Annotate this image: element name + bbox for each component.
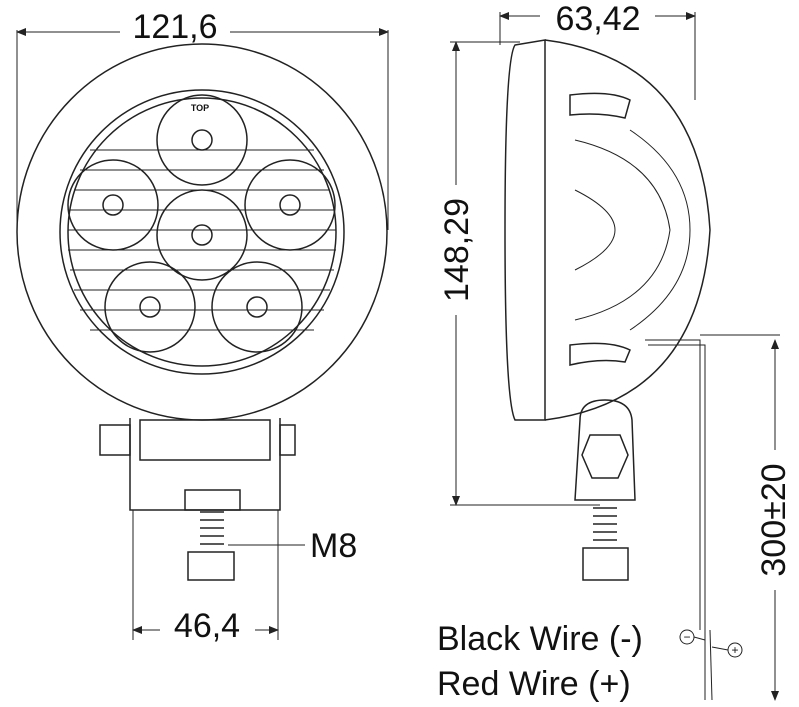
- lens: [67, 97, 337, 367]
- bracket-width-dimension: 46,4: [174, 607, 240, 645]
- depth-dimension: 63,42: [555, 0, 640, 38]
- height-dimension: 148,29: [438, 198, 476, 302]
- inner-ring: [59, 89, 345, 375]
- lens-ribs: [68, 149, 336, 331]
- side-mount: [574, 399, 636, 581]
- black-wire-label: Black Wire (-): [437, 620, 643, 658]
- svg-text:+: +: [731, 643, 738, 657]
- top-label: TOP: [191, 103, 209, 113]
- cable-length-dimension: 300±20: [755, 463, 793, 576]
- front-view: 121,6 TOP M8: [16, 5, 389, 645]
- red-wire-label: Red Wire (+): [437, 665, 631, 703]
- mounting-bracket: [99, 418, 296, 581]
- width-dimension: 121,6: [132, 8, 217, 46]
- led-reflectors: [67, 94, 336, 353]
- housing-side: [544, 39, 711, 421]
- outer-bezel: [16, 43, 388, 421]
- thread-label: M8: [310, 527, 357, 565]
- side-view: 63,42 148,29 300±20 − + Black W: [436, 0, 793, 703]
- svg-text:−: −: [683, 630, 690, 644]
- cable: [645, 339, 701, 630]
- bezel-side: [504, 39, 546, 421]
